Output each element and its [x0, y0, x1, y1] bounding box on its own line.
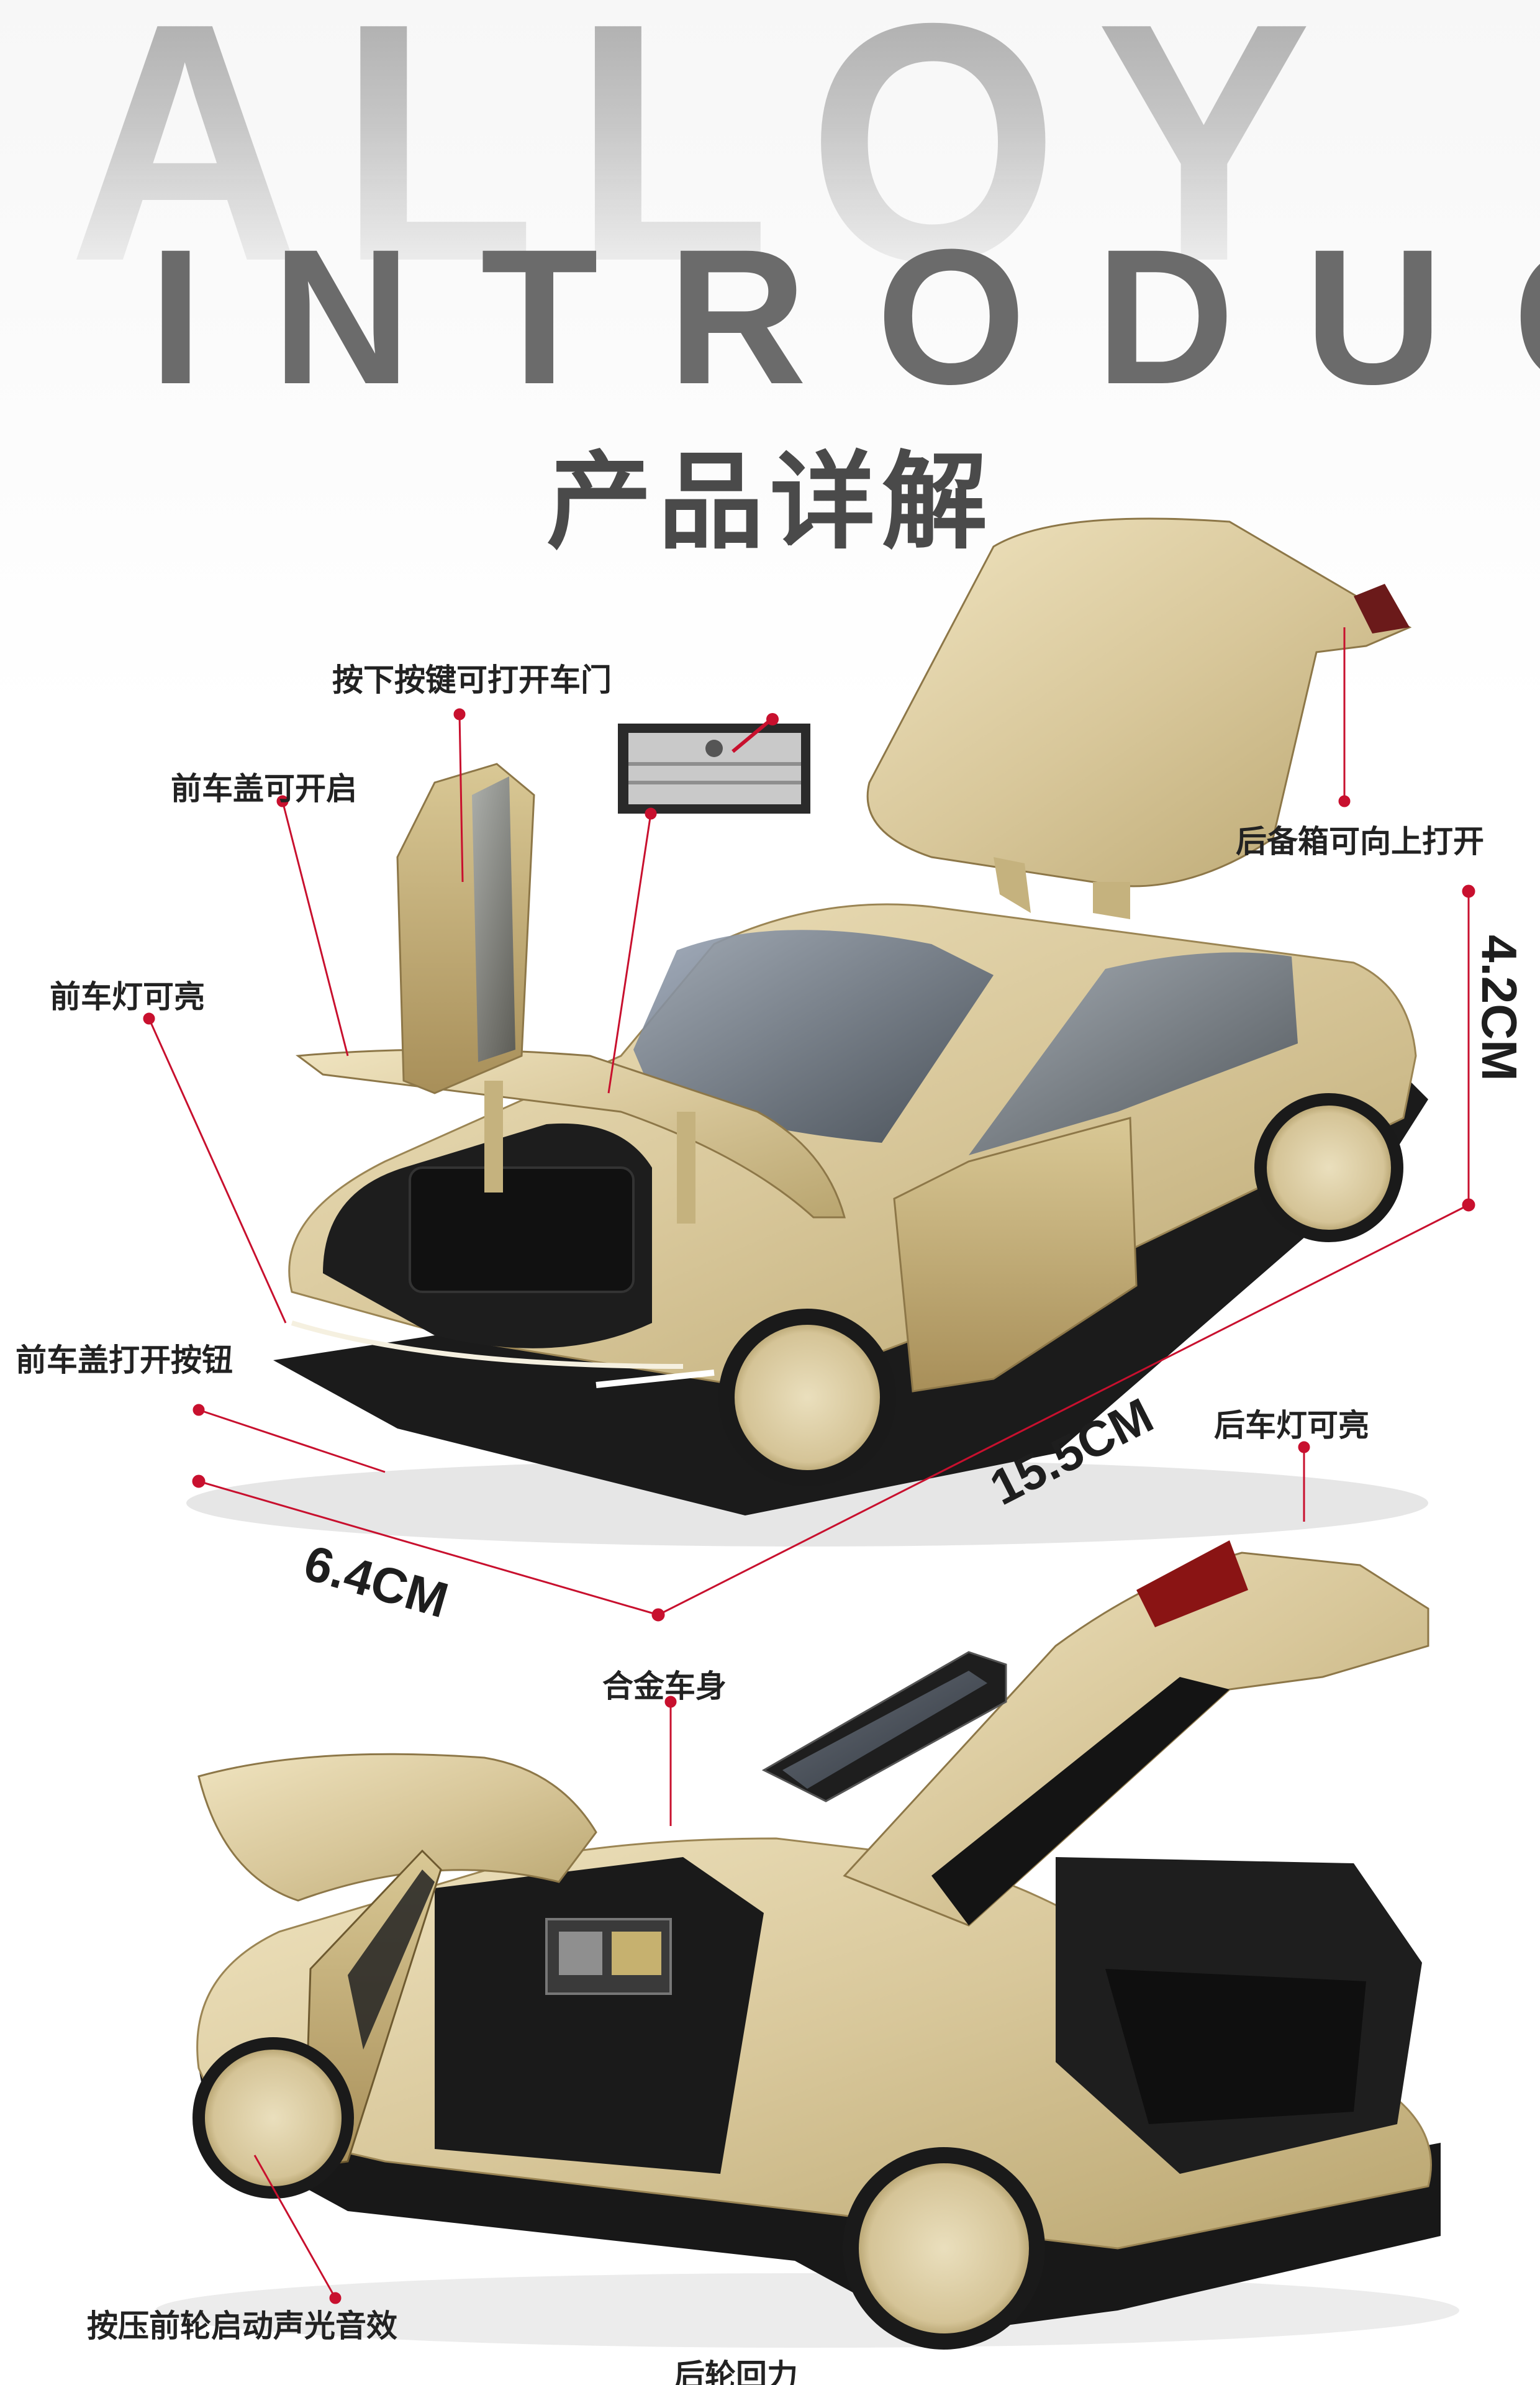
introduce-headline: INTRODUCE	[149, 209, 1540, 424]
page-title: 产品详解	[546, 441, 994, 564]
top-car	[186, 517, 1428, 1547]
callout-alloy-body: 合金车身	[602, 1668, 727, 1704]
alloy-model-watermark: ALLOY MODEL	[68, 0, 1540, 312]
callout-trunk-open: 后备箱可向上打开	[1236, 824, 1484, 860]
hero-header: ALLOY MODEL	[0, 0, 1540, 348]
callout-hood-button: 前车盖打开按钮	[16, 1342, 233, 1378]
bottom-car	[155, 1540, 1459, 2350]
callout-door-button: 按下按键可打开车门	[332, 662, 612, 698]
callout-headlight: 前车灯可亮	[50, 979, 205, 1015]
dimension-lines	[192, 884, 1475, 1622]
callout-pullback: 后轮回力	[674, 2358, 798, 2385]
callout-taillight: 后车灯可亮	[1214, 1407, 1369, 1443]
callout-front-wheel-sound: 按压前轮启动声光音效	[87, 2308, 397, 2344]
door-button-inset	[618, 713, 810, 814]
callout-front-hood-open: 前车盖可开启	[171, 771, 357, 807]
dimension-height: 4.2CM	[1472, 935, 1527, 1081]
leader-lines	[143, 627, 1351, 2304]
